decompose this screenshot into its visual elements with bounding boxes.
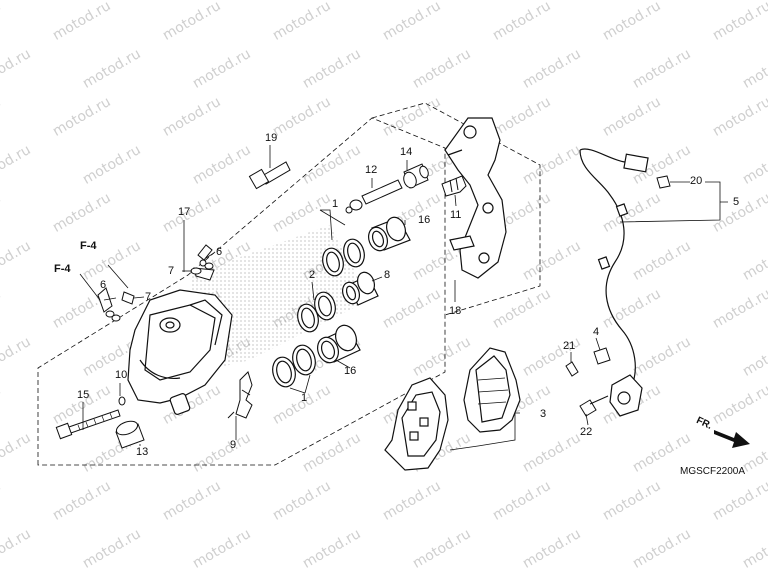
bracket-18: [444, 117, 507, 279]
callout-1-top: 1: [332, 198, 339, 210]
callout-16-b: 16: [344, 365, 357, 377]
callout-15: 15: [77, 389, 90, 401]
ref-f4-lower: F-4: [54, 263, 71, 275]
callout-5: 5: [733, 196, 740, 208]
bleeder-6b: [97, 287, 115, 318]
callout-17: 17: [178, 206, 191, 218]
brake-pad-3b: [384, 377, 449, 471]
arrow-right-icon: [714, 430, 750, 448]
clip-11: [441, 175, 467, 197]
bolt-22: [579, 395, 609, 417]
callout-11: 11: [450, 209, 462, 221]
callout-13: 13: [136, 446, 149, 458]
callout-3: 3: [540, 408, 547, 420]
clamp-20: [656, 175, 671, 189]
bleeder-6a: [193, 244, 215, 281]
bolt-21: [565, 361, 579, 377]
piston-16-bottom: [317, 324, 361, 364]
caliper-body: [127, 289, 233, 415]
callout-10: 10: [115, 369, 128, 381]
callout-6-b: 6: [100, 279, 107, 291]
diagram-code: MGSCF2200A: [680, 466, 746, 477]
pad-spring-9: [227, 371, 253, 419]
callout-14: 14: [400, 146, 413, 158]
pin-12: [345, 179, 403, 214]
callout-18: 18: [449, 305, 462, 317]
cap-7b: [111, 291, 135, 322]
bolt-19: [248, 161, 291, 190]
callout-4: 4: [593, 326, 600, 338]
wheel-sensor: [609, 374, 643, 417]
piston-set-bottom: [272, 344, 316, 388]
callout-22: 22: [580, 426, 593, 438]
callout-19: 19: [265, 132, 278, 144]
callout-7-a: 7: [168, 265, 175, 277]
callout-21: 21: [563, 340, 576, 352]
callout-1-bottom: 1: [301, 392, 308, 404]
bolt-15: [55, 409, 121, 440]
callout-20: 20: [690, 175, 703, 187]
callout-8: 8: [384, 269, 391, 281]
brake-pad-3a: [463, 347, 521, 433]
sensor-cable-5: [579, 148, 649, 391]
ref-f4-upper: F-4: [80, 240, 97, 252]
callout-12: 12: [365, 164, 378, 176]
caliper-group-outline: [37, 117, 446, 466]
bracket-group-outline: [371, 102, 541, 316]
part-10: [118, 396, 126, 406]
callout-7-b: 7: [145, 291, 152, 303]
pin-13: [115, 420, 145, 449]
callout-9: 9: [230, 439, 237, 451]
piston-16-top: [367, 216, 411, 252]
part-4: [593, 347, 611, 365]
boot-14: [403, 163, 429, 189]
callout-6-a: 6: [216, 246, 223, 258]
seal-set-2: [297, 291, 336, 333]
callout-16-a: 16: [418, 214, 431, 226]
leader-lines: [79, 145, 728, 451]
cap-7a: [190, 262, 214, 275]
callout-2: 2: [309, 269, 316, 281]
piston-set-top: [322, 238, 365, 277]
